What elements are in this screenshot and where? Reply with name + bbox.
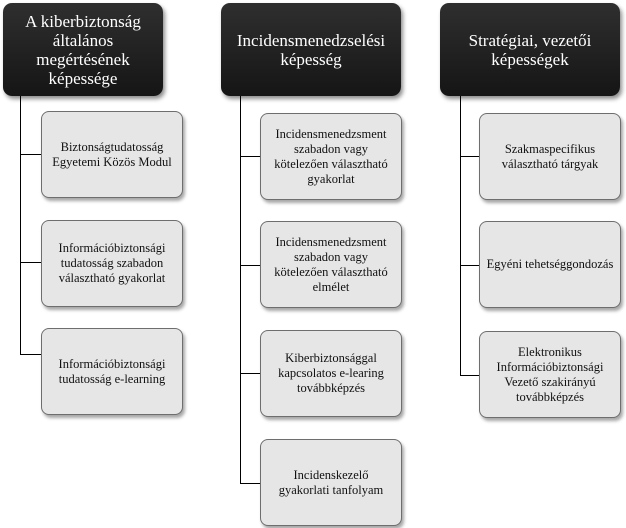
col2-connector-branch	[240, 156, 260, 157]
col1-item-2: Információbiztonsági tudatosság szabadon…	[41, 220, 183, 307]
col3-connector-branch	[460, 375, 479, 376]
col3-connector-branch	[460, 265, 479, 266]
col3-connector-trunk	[460, 96, 461, 375]
col2-connector-trunk	[240, 96, 241, 483]
col3-item-2: Egyéni tehetséggondozás	[479, 221, 621, 308]
col3-item-1: Szakmaspecifikus választható tárgyak	[479, 113, 621, 200]
col2-item-4: Incidenskezelő gyakorlati tanfolyam	[260, 439, 402, 526]
col2-connector-branch	[240, 373, 260, 374]
col1-connector-branch	[20, 354, 41, 355]
col2-connector-branch	[240, 265, 260, 266]
col1-header: A kiberbiztonság általános megértésének …	[3, 3, 163, 96]
col1-connector-branch	[20, 154, 41, 155]
col1-connector-branch	[20, 262, 41, 263]
col2-item-2: Incidensmenedzsment szabadon vagy kötele…	[260, 221, 402, 308]
col2-header: Incidensmenedzselési képesség	[221, 3, 401, 96]
col3-header: Stratégiai, vezetői képességek	[440, 3, 620, 96]
col1-item-1: Biztonságtudatosság Egyetemi Közös Modul	[41, 111, 183, 198]
col2-item-1: Incidensmenedzsment szabadon vagy kötele…	[260, 113, 402, 200]
col3-item-3: Elektronikus Információbiztonsági Vezető…	[479, 331, 621, 418]
col1-connector-trunk	[20, 96, 21, 355]
col2-item-3: Kiberbiztonsággal kapcsolatos e-learing …	[260, 330, 402, 417]
col2-connector-branch	[240, 483, 260, 484]
col3-connector-branch	[460, 156, 479, 157]
col1-item-3: Információbiztonsági tudatosság e-learni…	[41, 328, 183, 415]
